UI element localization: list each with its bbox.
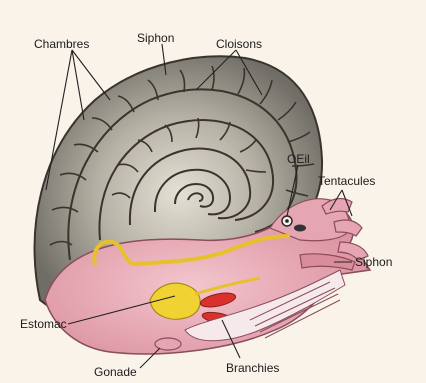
label-siphon-right: Siphon xyxy=(355,256,392,268)
label-branchies: Branchies xyxy=(226,362,279,374)
label-chambres: Chambres xyxy=(34,38,89,50)
label-estomac: Estomac xyxy=(20,318,67,330)
label-siphon-top: Siphon xyxy=(137,32,174,44)
label-tentacules: Tentacules xyxy=(318,175,375,187)
eye-ring xyxy=(294,225,306,232)
label-cloisons: Cloisons xyxy=(216,38,262,50)
label-oeil: OEil xyxy=(287,153,310,165)
label-gonade: Gonade xyxy=(94,366,137,378)
gonad xyxy=(155,338,181,350)
